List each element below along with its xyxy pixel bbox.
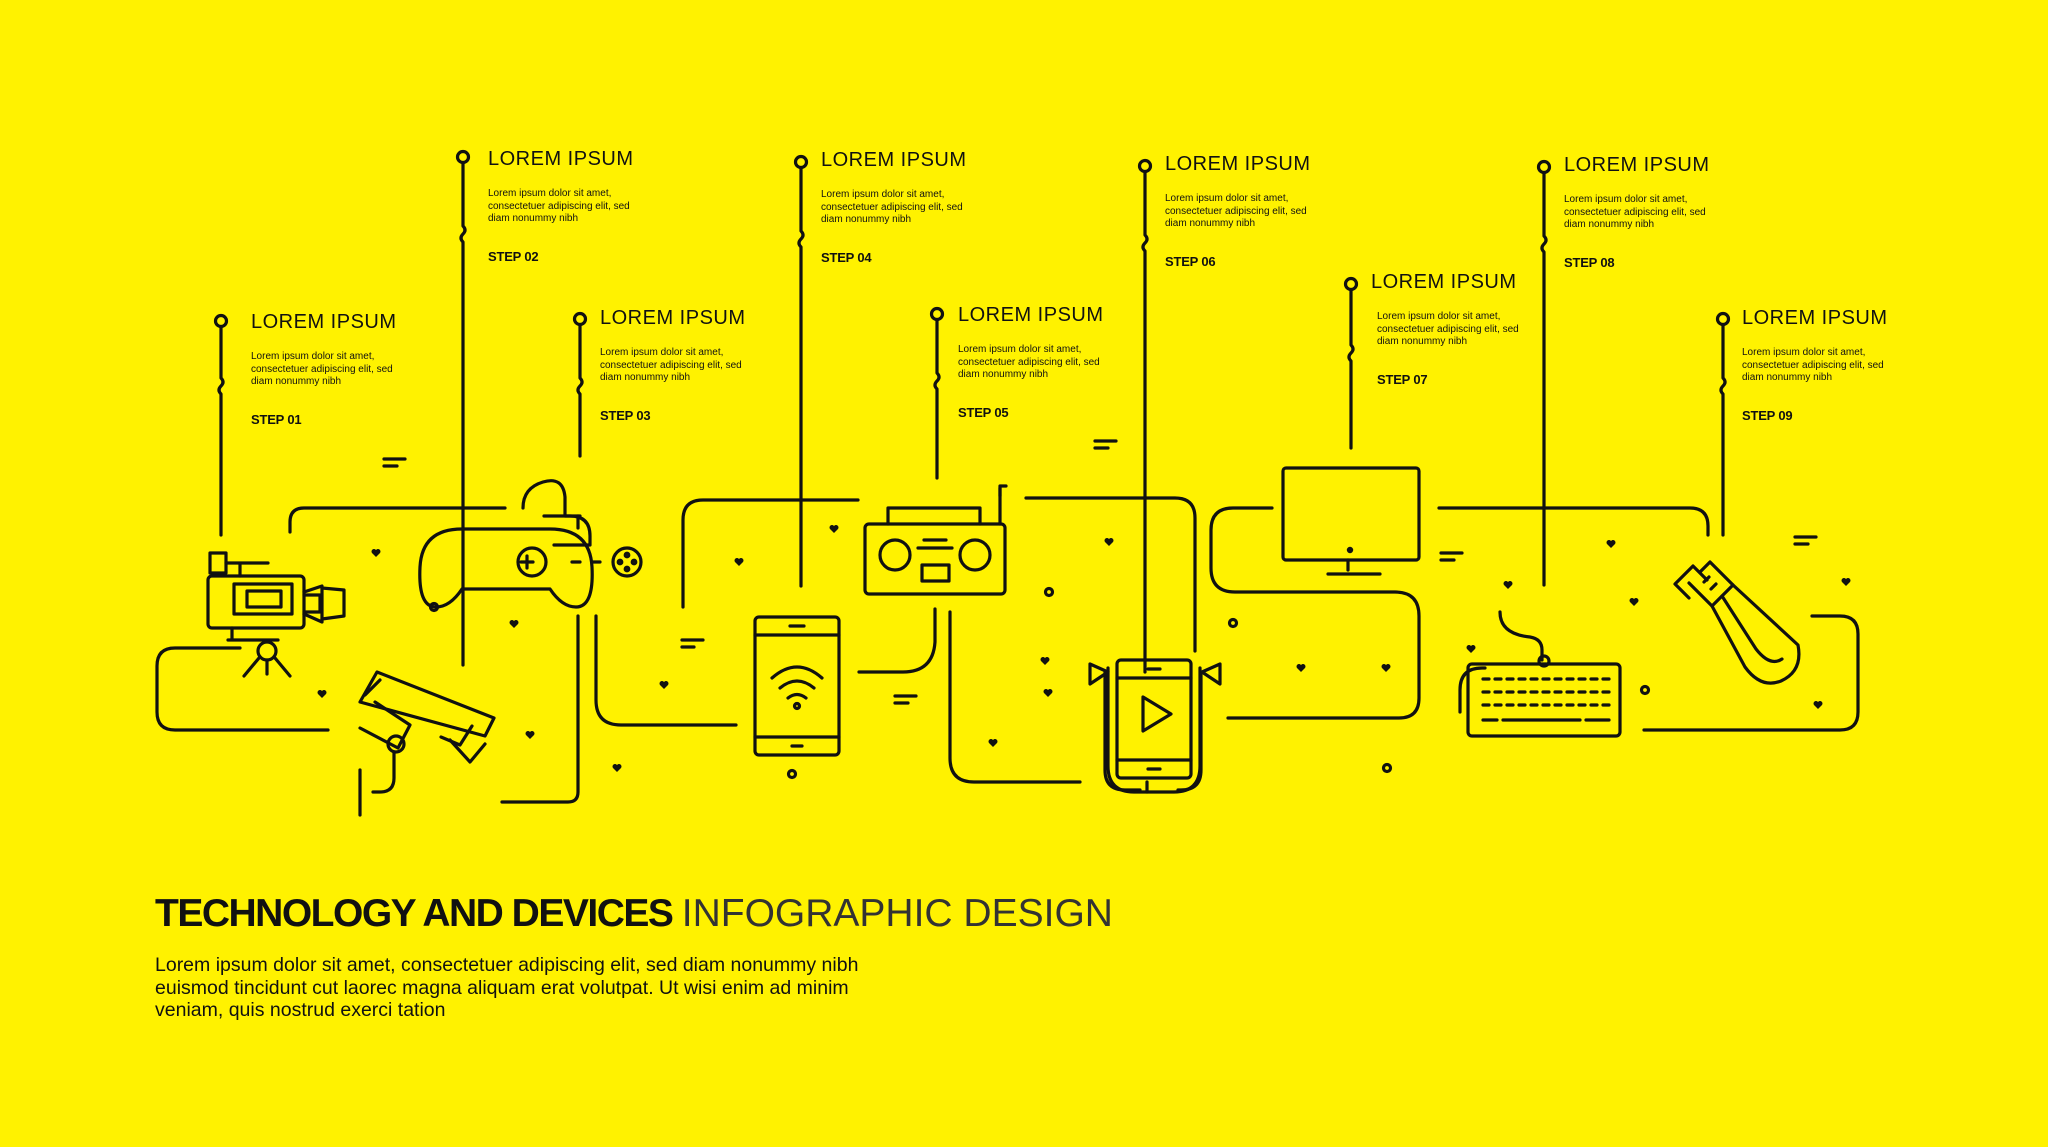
step-stem-04 <box>793 154 809 588</box>
usb-drive-icon <box>1673 560 1801 685</box>
step-01: LOREM IPSUM Lorem ipsum dolor sit amet, … <box>251 310 451 427</box>
step-title: LOREM IPSUM <box>600 307 746 329</box>
step-stem-09 <box>1715 311 1731 537</box>
step-label: STEP 06 <box>1165 253 1216 269</box>
page-description: Lorem ipsum dolor sit amet, consectetuer… <box>155 954 859 1021</box>
circuit-lines <box>155 486 1860 804</box>
step-title: LOREM IPSUM <box>1564 154 1710 176</box>
step-body: Lorem ipsum dolor sit amet, consectetuer… <box>958 344 1100 380</box>
radio-icon <box>863 484 1008 596</box>
step-08: LOREM IPSUM Lorem ipsum dolor sit amet, … <box>1564 153 1764 270</box>
smartphone-wifi-icon <box>753 615 841 757</box>
step-label: STEP 01 <box>251 411 302 427</box>
step-body: Lorem ipsum dolor sit amet, consectetuer… <box>1377 311 1519 347</box>
gamepad-icon <box>418 479 643 609</box>
step-stem-01 <box>213 313 229 537</box>
monitor-icon <box>1281 466 1421 576</box>
security-camera-icon <box>358 670 496 817</box>
video-camera-icon <box>206 551 346 678</box>
step-body: Lorem ipsum dolor sit amet, consectetuer… <box>1165 193 1307 229</box>
step-title: LOREM IPSUM <box>488 148 634 170</box>
step-body: Lorem ipsum dolor sit amet, consectetuer… <box>251 351 393 387</box>
step-stem-07 <box>1343 276 1359 450</box>
step-06: LOREM IPSUM Lorem ipsum dolor sit amet, … <box>1165 152 1365 269</box>
step-02: LOREM IPSUM Lorem ipsum dolor sit amet, … <box>488 147 688 264</box>
step-stem-05 <box>929 306 945 480</box>
step-label: STEP 09 <box>1742 407 1793 423</box>
step-title: LOREM IPSUM <box>821 149 967 171</box>
step-body: Lorem ipsum dolor sit amet, consectetuer… <box>600 347 742 383</box>
title-light: INFOGRAPHIC DESIGN <box>681 892 1113 935</box>
video-phone-icon <box>1088 658 1222 794</box>
decorative-dashes <box>382 439 1818 705</box>
step-title: LOREM IPSUM <box>958 304 1104 326</box>
step-stem-08 <box>1536 159 1552 587</box>
step-label: STEP 04 <box>821 249 872 265</box>
page-title: TECHNOLOGY AND DEVICES INFOGRAPHIC DESIG… <box>155 890 1113 938</box>
step-label: STEP 03 <box>600 407 651 423</box>
decorative-dots <box>428 586 1651 780</box>
step-title: LOREM IPSUM <box>1371 271 1517 293</box>
step-stem-06 <box>1137 158 1153 674</box>
step-body: Lorem ipsum dolor sit amet, consectetuer… <box>488 188 630 224</box>
step-09: LOREM IPSUM Lorem ipsum dolor sit amet, … <box>1742 306 1942 423</box>
step-04: LOREM IPSUM Lorem ipsum dolor sit amet, … <box>821 148 1021 265</box>
step-body: Lorem ipsum dolor sit amet, consectetuer… <box>1564 194 1706 230</box>
title-bold: TECHNOLOGY AND DEVICES <box>155 892 674 935</box>
keyboard-icon <box>1466 610 1622 738</box>
step-label: STEP 05 <box>958 404 1009 420</box>
step-title: LOREM IPSUM <box>251 311 397 333</box>
step-05: LOREM IPSUM Lorem ipsum dolor sit amet, … <box>958 303 1158 420</box>
step-stem-02 <box>455 149 471 667</box>
step-title: LOREM IPSUM <box>1742 307 1888 329</box>
step-title: LOREM IPSUM <box>1165 153 1311 175</box>
step-stem-03 <box>572 311 588 458</box>
step-body: Lorem ipsum dolor sit amet, consectetuer… <box>821 189 963 225</box>
step-07: LOREM IPSUM Lorem ipsum dolor sit amet, … <box>1371 270 1571 387</box>
step-label: STEP 07 <box>1377 371 1428 387</box>
decorative-hearts <box>317 525 1851 772</box>
step-03: LOREM IPSUM Lorem ipsum dolor sit amet, … <box>600 306 800 423</box>
step-label: STEP 02 <box>488 248 539 264</box>
step-label: STEP 08 <box>1564 254 1615 270</box>
step-body: Lorem ipsum dolor sit amet, consectetuer… <box>1742 347 1884 383</box>
